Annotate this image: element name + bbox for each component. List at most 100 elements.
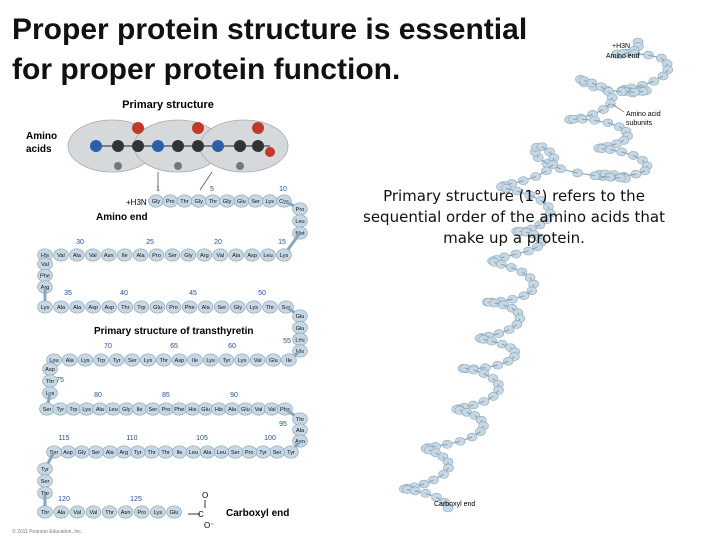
residue-label: Ala [57, 305, 66, 311]
residue-label: Ser [128, 358, 137, 364]
residue-bead: Gly [180, 248, 197, 262]
residue-bead: Tyr [37, 462, 53, 476]
residue-bead-shape [164, 248, 181, 262]
residue-bead: Lys [262, 194, 278, 208]
residue-bead: His [211, 402, 227, 416]
residue-label: Lys [81, 358, 90, 364]
residue-bead: Ala [199, 445, 216, 459]
residue-bead-shape [117, 505, 134, 519]
residue-label: Asn [104, 253, 114, 259]
residue-bead: Glu [233, 194, 250, 208]
residue-bead-shape [212, 248, 229, 262]
amino-acids-label-line-1: Amino [26, 131, 57, 142]
residue-label: Thr [41, 510, 50, 516]
residue-number: 80 [94, 392, 102, 399]
residue-bead: Ile [131, 402, 148, 416]
residue-bead: Thr [262, 300, 278, 314]
residue-label: Glu [296, 314, 305, 320]
carboxyl-group: C O O⁻ [188, 491, 214, 530]
residue-number: 75 [56, 377, 64, 384]
residue-bead: Lys [202, 353, 219, 367]
residue-bead-shape [196, 248, 213, 262]
helix-bead [505, 263, 517, 272]
residue-bead-shape [101, 300, 118, 314]
residue-bead: Thr [157, 445, 174, 459]
figure-heading: Primary structure [122, 99, 214, 111]
residue-label: Ser [43, 407, 52, 413]
residue-bead-shape [53, 300, 69, 314]
slide-description: Primary structure (1°) refers to the seq… [363, 187, 665, 247]
residue-label: Lys [266, 199, 275, 205]
residue-bead: Thr [143, 445, 160, 459]
residue-bead: Glu [149, 300, 166, 314]
residue-bead-shape [180, 248, 197, 262]
residue-bead: Val [85, 505, 102, 519]
residue-label: Thr [266, 305, 275, 311]
primary-structure-chain: GlyProThrGlyThrGlyGluSerLysCysProLeuMetL… [37, 194, 308, 519]
residue-bead: Gly [230, 300, 246, 314]
residue-bead: Tyr [108, 353, 125, 367]
residue-label: Ala [228, 407, 237, 413]
carbon-atom [112, 140, 124, 152]
residue-bead: Lys [37, 300, 53, 314]
residue-number: 10 [279, 186, 287, 193]
residue-bead: Lys [276, 248, 292, 262]
nitrogen-atom [152, 140, 164, 152]
residue-bead: Phe [181, 300, 198, 314]
residue-bead: Ala [228, 248, 244, 262]
residue-bead: Asp [85, 300, 101, 314]
subunit-pointer [611, 103, 625, 113]
residue-label: Gly [194, 199, 203, 205]
residue-label: Tyr [41, 467, 49, 473]
residue-bead-shape [181, 300, 198, 314]
residue-number: 60 [228, 343, 236, 350]
residue-bead: Pro [241, 445, 257, 459]
residue-label: Lys [238, 358, 247, 364]
nitrogen-atom [212, 140, 224, 152]
residue-bead-shape [77, 353, 94, 367]
residue-label: Tyr [113, 358, 121, 364]
residue-bead: Asp [42, 362, 58, 376]
residue-bead: Asp [60, 445, 76, 459]
residue-label: Trp [69, 407, 77, 413]
residue-label: Glu [296, 326, 305, 332]
carboxyl-end-label: Carboxyl end [226, 508, 289, 519]
residue-label: Ser [273, 450, 282, 456]
residue-label: Asp [63, 450, 73, 456]
residue-bead: Asn [117, 505, 134, 519]
residue-label: Ala [73, 305, 82, 311]
residue-bead: Leu [292, 332, 308, 346]
residue-bead: Val [250, 402, 267, 416]
residue-number: 50 [258, 290, 266, 297]
residue-bead-shape [132, 248, 149, 262]
residue-bead: Val [37, 257, 53, 271]
carbon-symbol: C [198, 510, 204, 519]
residue-bead-shape [108, 353, 125, 367]
residue-label: Lys [250, 305, 259, 311]
residue-label: Pro [162, 407, 171, 413]
residue-label: Thr [159, 358, 168, 364]
residue-label: Ser [41, 479, 50, 485]
residue-bead-shape [134, 505, 150, 519]
oxygen-atom [252, 122, 264, 134]
residue-bead: Val [69, 505, 85, 519]
residue-label: Thr [161, 450, 170, 456]
residue-number: 110 [126, 435, 137, 442]
pointer-line [199, 171, 213, 191]
residue-bead: Ala [53, 300, 69, 314]
residue-bead-shape [213, 300, 230, 314]
residue-label: Leu [295, 219, 304, 225]
residue-label: Lys [154, 510, 163, 516]
residue-number: 5 [210, 186, 214, 193]
residue-number: 30 [76, 239, 84, 246]
residue-number: 105 [196, 435, 208, 442]
residue-bead: Leu [105, 402, 121, 416]
oxygen-symbol: O⁻ [204, 521, 214, 530]
residue-bead-shape [230, 300, 246, 314]
residue-label: Val [268, 407, 276, 413]
residue-bead: Ile [187, 353, 203, 367]
residue-label: Arg [200, 253, 209, 259]
residue-number: 125 [130, 496, 142, 503]
